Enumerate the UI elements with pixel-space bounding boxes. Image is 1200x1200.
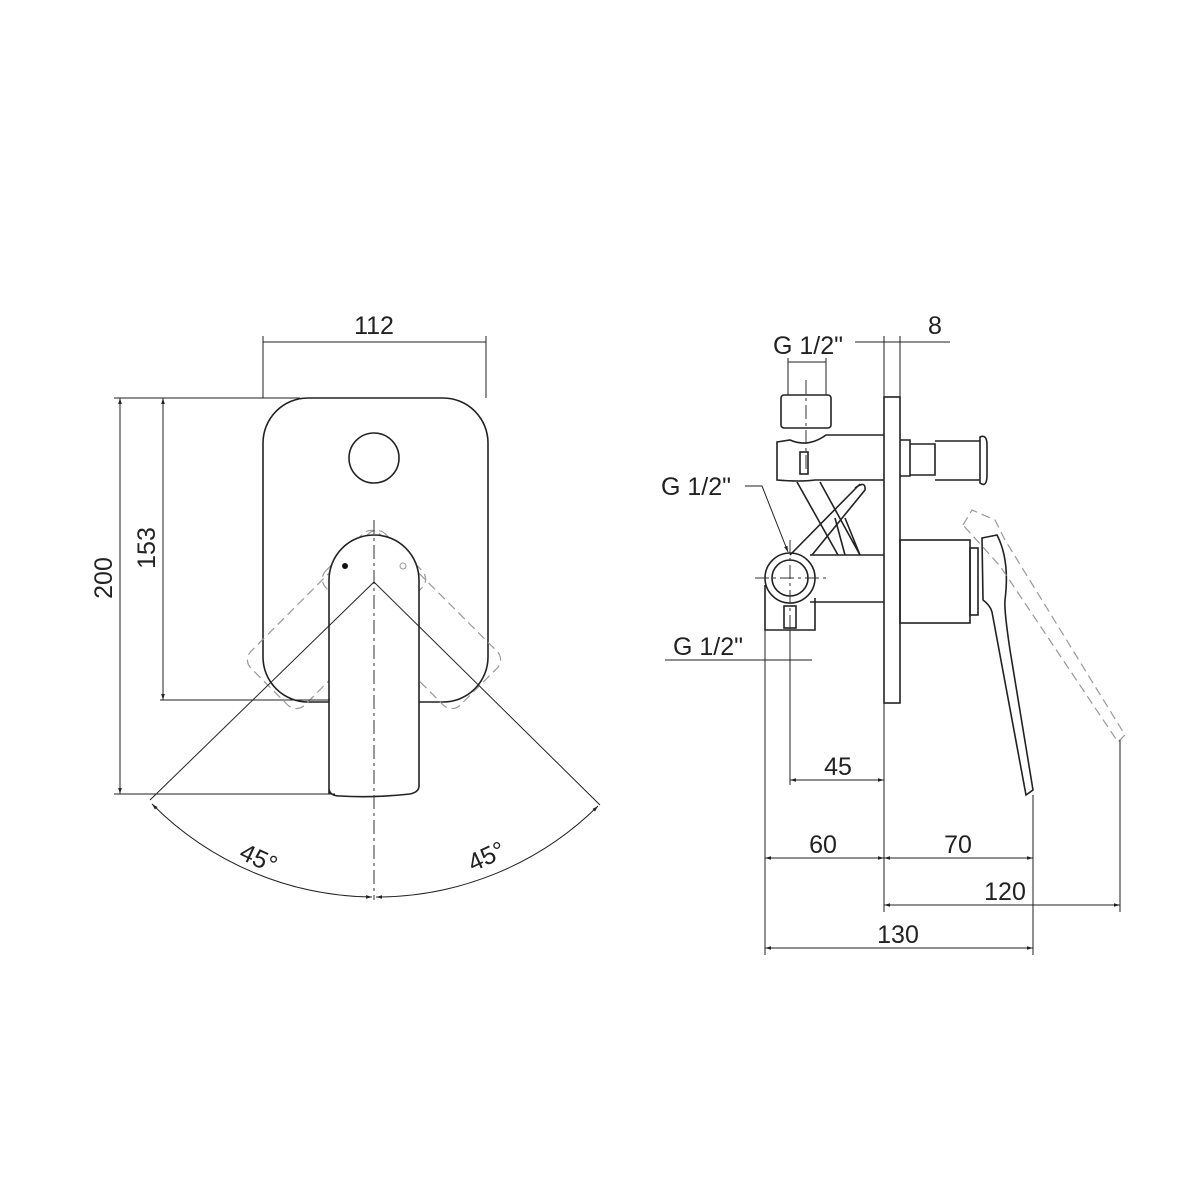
angle-right: 45° [464,836,510,877]
dim-120: 120 [984,878,1026,906]
top-outlet-nut [780,394,832,429]
dim-45: 45 [824,753,852,781]
front-view: 112 200 153 45° 45° [90,312,601,900]
dim-60: 60 [809,831,837,859]
side-view: 8 G 1/2" G 1/2" G 1/2" 45 60 70 120 130 [661,312,1126,955]
angle-left: 45° [235,838,281,879]
wall-plate [883,396,901,704]
dim-8: 8 [928,312,942,340]
angle-arc-right [375,805,599,899]
angle-arc-left [151,803,373,899]
cold-indicator-dot [399,562,407,570]
thread-top: G 1/2" [773,332,843,360]
dim-130: 130 [877,921,919,949]
diverter-knob-side [900,435,988,486]
thread-bottom: G 1/2" [673,633,743,661]
dim-153: 153 [133,527,161,569]
cartridge-housing [899,539,971,624]
dim-70: 70 [944,831,972,859]
lower-slot [783,605,797,629]
lever-side [981,534,1034,797]
upper-body [776,434,884,482]
upper-slot [799,451,809,475]
dim-112: 112 [354,312,394,340]
hot-indicator-dot [342,563,348,569]
dim-200: 200 [90,557,118,599]
rotated-handle-left-dashed [246,529,427,710]
thread-middle: G 1/2" [661,473,731,501]
lever-raised-dashed [962,509,1126,743]
diverter-knob [348,432,400,484]
cross-brace [789,481,866,556]
